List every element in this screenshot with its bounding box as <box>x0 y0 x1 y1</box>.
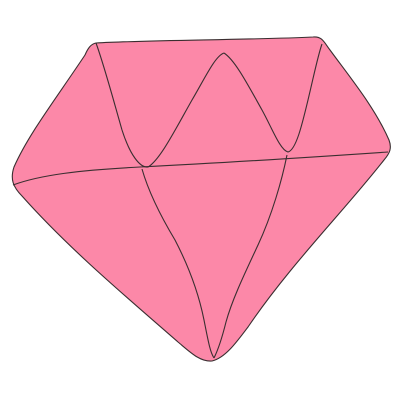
gem-crown-facet-left <box>95 42 225 168</box>
gem-crown-facet-right <box>223 43 323 153</box>
gem-pavilion-facet-left <box>141 168 215 359</box>
gem-pavilion-facet-right <box>213 154 288 359</box>
gem-outline <box>11 36 391 362</box>
gem-girdle-line <box>12 151 389 186</box>
